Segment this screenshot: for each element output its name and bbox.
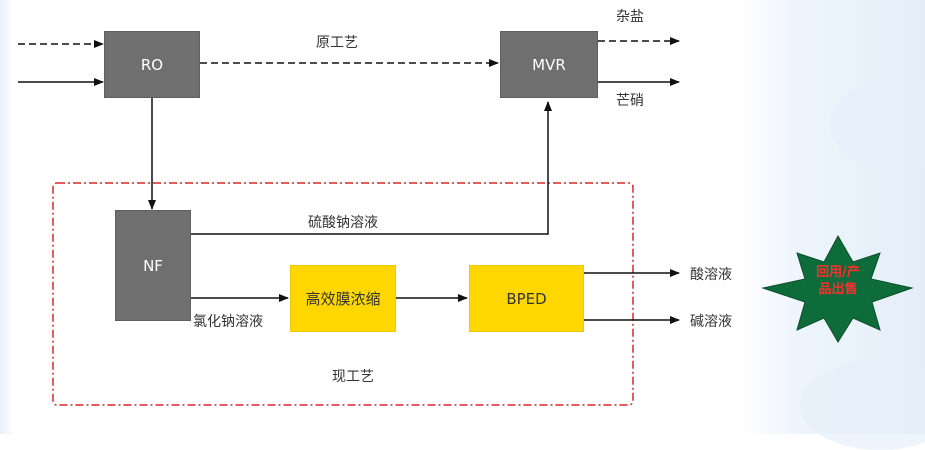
badge-line-2: 品出售 (818, 282, 858, 297)
background-decoration (830, 80, 925, 170)
mvr-box: MVR (500, 31, 598, 98)
sodium-sulfate-arrow (191, 101, 552, 235)
sodium-sulfate-label: 硫酸钠溶液 (308, 215, 378, 231)
original-process-label: 原工艺 (316, 35, 358, 51)
current-process-label: 现工艺 (332, 369, 374, 385)
current-process-boundary (52, 182, 634, 406)
membrane-concentrator-box: 高效膜浓缩 (290, 265, 396, 332)
mixed-salt-label: 杂盐 (616, 9, 644, 25)
bped-box: BPED (469, 265, 584, 332)
flow-diagram (18, 37, 914, 406)
acid-solution-label: 酸溶液 (690, 267, 732, 283)
badge-line-1: 回用/产 (816, 265, 860, 280)
background-left-strip (0, 0, 14, 434)
ro-box: RO (104, 31, 200, 98)
reuse-sale-badge-text: 回用/产 品出售 (790, 264, 886, 298)
alkali-solution-label: 碱溶液 (690, 314, 732, 330)
mirabilite-label: 芒硝 (616, 93, 644, 109)
reuse-sale-star-badge (761, 234, 914, 343)
sodium-chloride-label: 氯化钠溶液 (193, 314, 263, 330)
nf-box: NF (115, 210, 191, 321)
